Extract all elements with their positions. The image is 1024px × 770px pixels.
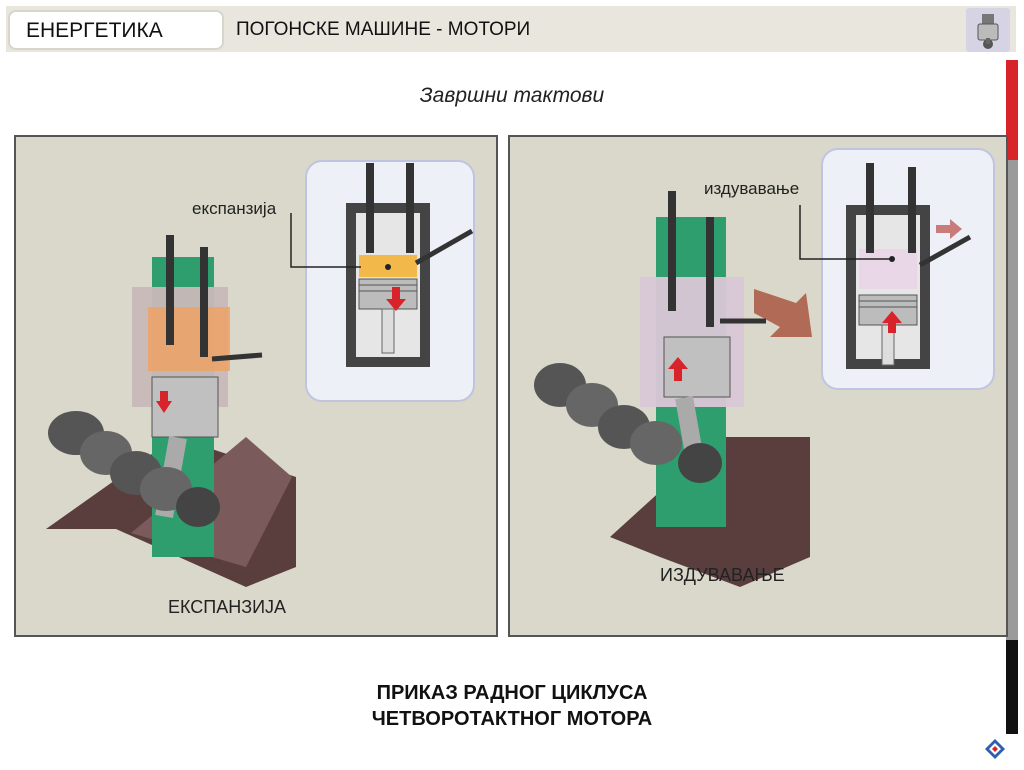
engine-piston-icon[interactable] <box>966 8 1010 52</box>
side-rail-grey <box>1006 160 1018 640</box>
slide-subtitle: Завршни тактови <box>419 84 605 107</box>
expansion-caption: ЕКСПАНЗИЈА <box>168 597 287 617</box>
side-rail-red <box>1006 60 1018 160</box>
side-rail-black <box>1006 640 1018 734</box>
home-icon[interactable] <box>984 738 1006 760</box>
expansion-engine-illustration <box>46 160 475 587</box>
section-tab[interactable]: ЕНЕРГЕТИКА <box>8 10 224 50</box>
footer-line-2: ЧЕТВОРОТАКТНОГ МОТОРА <box>371 708 653 730</box>
slide-footer: ПРИКАЗ РАДНОГ ЦИКЛУСА ЧЕТВОРОТАКТНОГ МОТ… <box>0 680 1024 732</box>
exhaust-panel: издувавање ИЗДУВАВАЊЕ <box>508 135 1008 637</box>
expansion-panel: експанзија ЕКСПАНЗИЈА <box>14 135 498 637</box>
subject-title: ПОГОНСКЕ МАШИНЕ - МОТОРИ <box>236 19 531 40</box>
expansion-callout-label: експанзија <box>192 199 277 218</box>
exhaust-engine-illustration <box>534 148 995 587</box>
exhaust-callout-label: издувавање <box>704 179 800 198</box>
exhaust-caption: ИЗДУВАВАЊЕ <box>660 565 785 585</box>
footer-line-1: ПРИКАЗ РАДНОГ ЦИКЛУСА <box>376 682 648 704</box>
